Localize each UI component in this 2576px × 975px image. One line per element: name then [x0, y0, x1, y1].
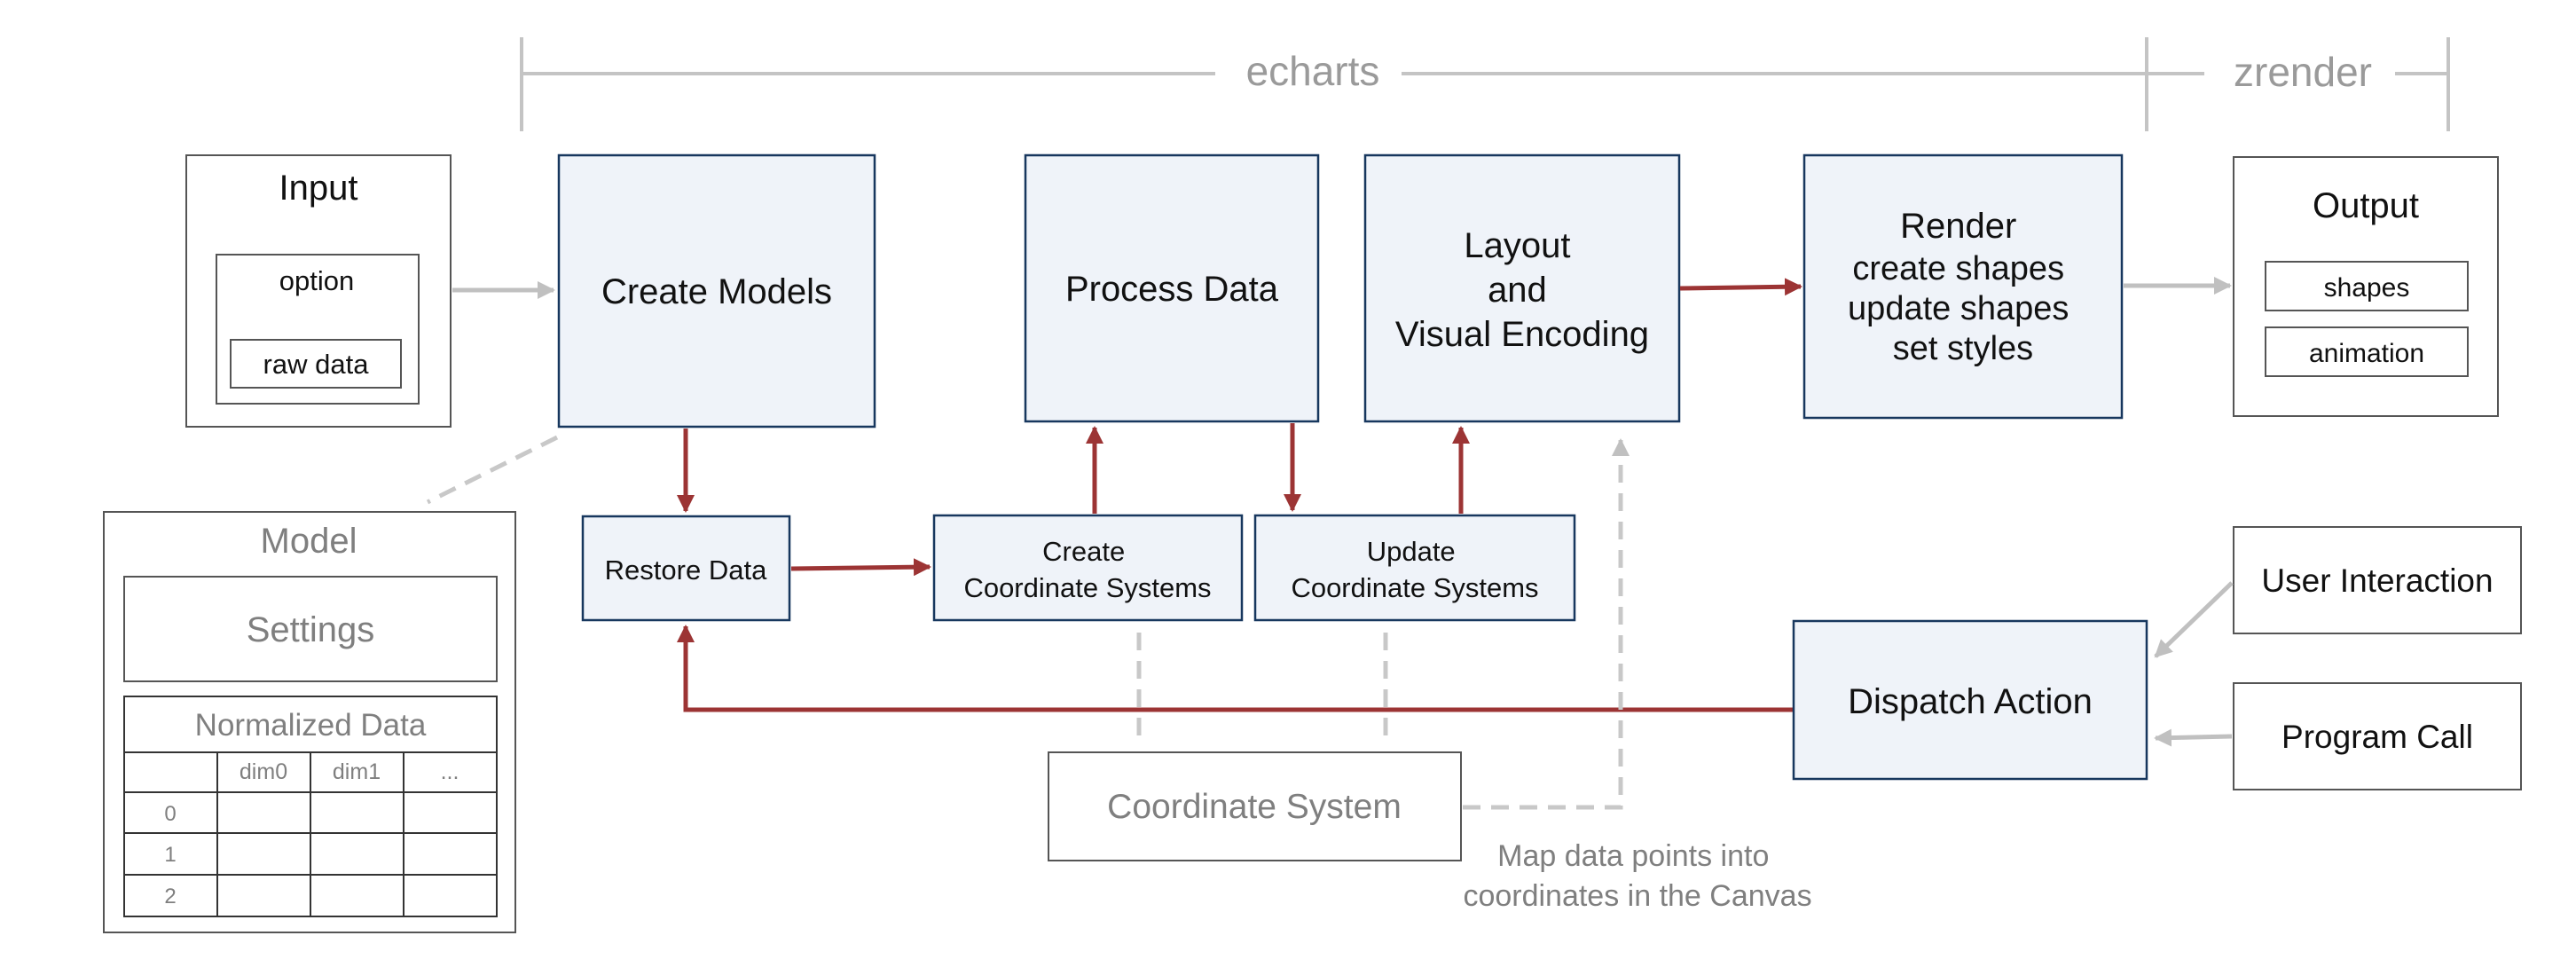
- user-interaction-box: User Interaction: [2233, 526, 2522, 634]
- echarts-bracket: [520, 37, 2148, 131]
- dispatch-to-restore-arrow: [677, 625, 1794, 712]
- update-coordinate-systems-box: Update Coordinate Systems: [1253, 514, 1576, 622]
- output-box: Output shapes animation: [2233, 156, 2499, 417]
- create-coord-line-1: Create: [1042, 536, 1125, 567]
- svg-text:Layout and Visual: Layout and Visual Encoding: [1395, 226, 1649, 354]
- svg-text:Update Coordinate System: Update Coordinate Systems: [1291, 536, 1538, 603]
- normalized-data-table: [123, 696, 498, 917]
- dispatch-action-label: Dispatch Action: [1848, 682, 2093, 721]
- coordinate-note-line-2: coordinates in the Canvas: [1463, 879, 1811, 913]
- raw-data-box: [230, 339, 402, 389]
- svg-text:Create Coordinate System: Create Coordinate Systems: [963, 536, 1211, 603]
- layout-box: Layout and Visual Encoding: [1363, 153, 1681, 423]
- svg-text:Render create shapes: Render create shapes update shapes set s…: [1848, 207, 2078, 367]
- table-header-ellipsis: ...: [441, 759, 459, 784]
- shapes-label: shapes: [2324, 273, 2410, 303]
- user-interaction-label: User Interaction: [2261, 562, 2493, 599]
- update-coord-line-1: Update: [1367, 536, 1456, 567]
- program-call-label: Program Call: [2281, 719, 2473, 755]
- program-call-box: Program Call: [2233, 682, 2522, 790]
- restore-to-create-coord-arrow: [790, 558, 931, 577]
- output-title: Output: [2313, 186, 2419, 225]
- normalized-data-title: Normalized Data: [195, 708, 427, 743]
- shapes-box: [2265, 261, 2469, 311]
- input-title: Input: [279, 169, 358, 208]
- input-box: Input option raw data: [185, 154, 452, 428]
- user-interaction-arrow: [2154, 581, 2234, 658]
- zrender-label: zrender: [2234, 49, 2372, 95]
- table-header-dim1: dim1: [333, 759, 381, 784]
- coordinate-system-dashed-links: [1136, 438, 1630, 810]
- table-row-label-0: 0: [164, 802, 176, 826]
- layout-label-line-2: and: [1488, 271, 1547, 310]
- animation-label: animation: [2309, 339, 2424, 368]
- render-label-line-3: update shapes: [1848, 290, 2069, 327]
- layout-label-line-3: Visual Encoding: [1395, 315, 1649, 354]
- option-label: option: [279, 265, 354, 296]
- program-call-arrow: [2154, 728, 2233, 747]
- layout-label-line-1: Layout: [1464, 226, 1570, 265]
- flow-arrows: [677, 423, 1794, 712]
- models-to-model-dashed-link: [426, 435, 559, 505]
- echarts-label: echarts: [1246, 48, 1380, 94]
- settings-label: Settings: [247, 610, 375, 649]
- update-coord-line-2: Coordinate Systems: [1291, 572, 1538, 603]
- table-row-label-1: 1: [164, 843, 176, 867]
- process-data-box: Process Data: [1024, 153, 1320, 423]
- zrender-bracket: [2147, 37, 2450, 131]
- coordinate-system-label: Coordinate System: [1107, 788, 1402, 826]
- coordinate-note-line-1: Map data points into: [1497, 839, 1769, 873]
- create-coordinate-systems-box: Create Coordinate Systems: [932, 514, 1244, 622]
- animation-box: [2265, 326, 2469, 377]
- settings-box: [123, 576, 498, 682]
- restore-data-label: Restore Data: [605, 554, 767, 586]
- model-panel: Model Settings Normalized Data dim0 dim1…: [103, 511, 516, 933]
- layout-to-render-arrow: [1679, 278, 1802, 296]
- create-models-box: Create Models: [557, 153, 876, 429]
- restore-data-box: Restore Data: [581, 515, 791, 622]
- render-label-line-2: create shapes: [1852, 250, 2064, 287]
- table-header-dim0: dim0: [240, 759, 287, 784]
- process-data-label: Process Data: [1065, 270, 1279, 309]
- svg-text:Map data points into coord: Map data points into coordinates in the …: [1463, 839, 1811, 913]
- create-coord-line-2: Coordinate Systems: [963, 572, 1211, 603]
- create-models-label: Create Models: [601, 272, 832, 311]
- raw-data-label: raw data: [263, 349, 370, 380]
- coordinate-system-box: Coordinate System: [1048, 751, 1462, 861]
- render-label-line-1: Render: [1900, 207, 2016, 246]
- table-row-label-2: 2: [164, 885, 176, 908]
- render-box: Render create shapes update shapes set s…: [1802, 153, 2124, 420]
- render-label-line-4: set styles: [1893, 330, 2033, 367]
- model-title: Model: [261, 522, 357, 561]
- dispatch-action-box: Dispatch Action: [1792, 619, 2148, 781]
